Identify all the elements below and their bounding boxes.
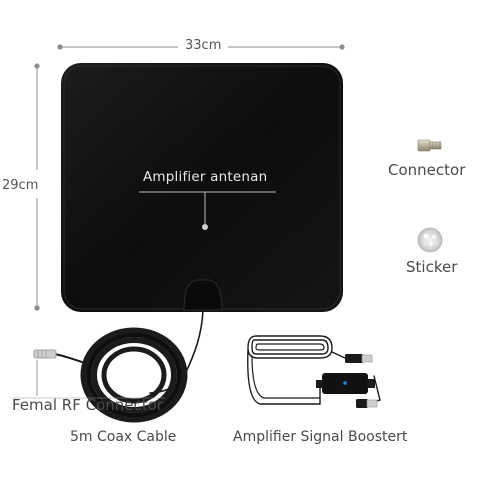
antenna-panel (61, 63, 343, 312)
rf-connector-label: Femal RF Connector (12, 396, 163, 414)
amplifier-booster (247, 335, 381, 405)
booster-label: Amplifier Signal Boostert (233, 429, 408, 445)
height-label: 29cm (2, 178, 39, 193)
connector-accessory (417, 139, 442, 152)
rf-connector (33, 349, 57, 359)
width-label: 33cm (185, 38, 222, 53)
coax-cable (53, 309, 204, 423)
booster-box (316, 373, 375, 394)
connector-label: Connector (388, 161, 466, 179)
rf-connector-callout (12, 360, 165, 399)
sticker-label: Sticker (406, 258, 458, 276)
height-dimension-line (34, 63, 40, 311)
usb-plug (345, 354, 373, 363)
antenna-cable-mount (183, 279, 223, 311)
sticker-accessory (417, 227, 443, 253)
antenna-callout (139, 191, 276, 230)
width-dimension-line (57, 44, 345, 50)
coax-cable-label: 5m Coax Cable (70, 429, 177, 445)
booster-rf-plug (356, 399, 378, 408)
antenna-label: Amplifier antenan (143, 169, 268, 185)
